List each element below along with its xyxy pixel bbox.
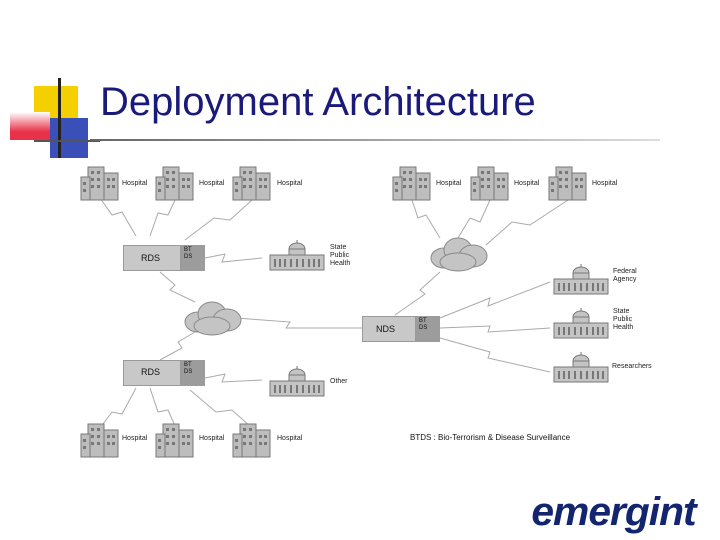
rds-box — [123, 360, 181, 386]
deco-vertical-line — [58, 78, 61, 158]
hospital-label: Hospital — [436, 180, 462, 187]
btds-label-line1: BT — [419, 318, 427, 324]
deco-red-square — [10, 112, 50, 140]
hospital-node: Hospital — [470, 165, 539, 206]
legend-text: BTDS : Bio-Terrorism & Disease Surveilla… — [410, 433, 571, 442]
hospital-building-icon — [80, 423, 119, 458]
rds-label: RDS — [141, 367, 161, 377]
capitol-building-icon — [553, 308, 609, 339]
hospital-building-icon — [80, 166, 119, 201]
btds-box: BT DS — [181, 245, 205, 271]
page-title: Deployment Architecture — [100, 80, 536, 124]
capitol-building-icon — [553, 264, 609, 295]
rds-box — [123, 245, 181, 271]
researchers-node: Researchers — [552, 350, 652, 389]
hospital-label: Hospital — [122, 180, 148, 187]
btds-label-line2: DS — [419, 325, 428, 331]
hospital-label: Hospital — [199, 435, 225, 442]
hospital-label: Hospital — [199, 180, 225, 187]
nds-label: NDS — [376, 324, 396, 334]
deco-blue-square — [50, 118, 88, 158]
hospital-node: Hospital — [155, 165, 224, 206]
hospital-building-icon — [470, 166, 509, 201]
researchers-label: Researchers — [612, 363, 652, 370]
deco-horizontal-line — [34, 140, 100, 142]
cloud-icon — [184, 301, 242, 336]
hospital-node: Hospital — [232, 165, 302, 206]
hospital-node: Hospital — [548, 165, 617, 206]
btds-box: BT DS — [416, 316, 440, 342]
other-label: Other — [330, 378, 348, 385]
capitol-building-icon — [269, 366, 325, 397]
hospital-building-icon — [155, 423, 194, 458]
hospital-label: Hospital — [592, 180, 618, 187]
hospital-label: Hospital — [514, 180, 540, 187]
btds-label-line1: BT — [184, 247, 192, 253]
emergint-logo: emergint — [531, 490, 696, 534]
hospital-node: Hospital — [155, 422, 224, 463]
hospital-label: Hospital — [277, 180, 303, 187]
nds-node: NDS BT DS — [362, 316, 440, 342]
hospital-building-icon — [548, 166, 587, 201]
title-decoration — [0, 0, 100, 170]
hospital-node: Hospital — [80, 422, 147, 463]
hospital-building-icon — [232, 423, 271, 458]
btds-label-line2: DS — [184, 254, 193, 260]
hospital-node: Hospital — [80, 165, 147, 206]
hospital-node: Hospital — [392, 165, 461, 206]
rds-node: RDS BT DS — [123, 245, 205, 271]
hospital-building-icon — [155, 166, 194, 201]
btds-box: BT DS — [181, 360, 205, 386]
btds-label-line1: BT — [184, 362, 192, 368]
other-node: Other — [268, 364, 348, 403]
state-public-health-label: State Public Health — [330, 244, 351, 267]
federal-agency-label: Federal Agency — [613, 268, 637, 283]
hospital-building-icon — [392, 166, 431, 201]
nds-box — [362, 316, 416, 342]
state-public-health-node: State Public Health — [268, 238, 350, 277]
rds-node: RDS BT DS — [123, 360, 205, 386]
cloud-icon — [430, 237, 488, 272]
capitol-building-icon — [553, 352, 609, 383]
btds-label-line2: DS — [184, 369, 193, 375]
state-public-health-label: State Public Health — [613, 308, 634, 331]
state-public-health-node: State Public Health — [552, 306, 633, 345]
rds-label: RDS — [141, 253, 161, 263]
hospital-label: Hospital — [277, 435, 303, 442]
hospital-label: Hospital — [122, 435, 148, 442]
hospital-node: Hospital — [232, 422, 302, 463]
hospital-building-icon — [232, 166, 271, 201]
federal-agency-node: Federal Agency — [552, 262, 637, 301]
capitol-building-icon — [269, 240, 325, 271]
title-underline — [90, 139, 660, 141]
